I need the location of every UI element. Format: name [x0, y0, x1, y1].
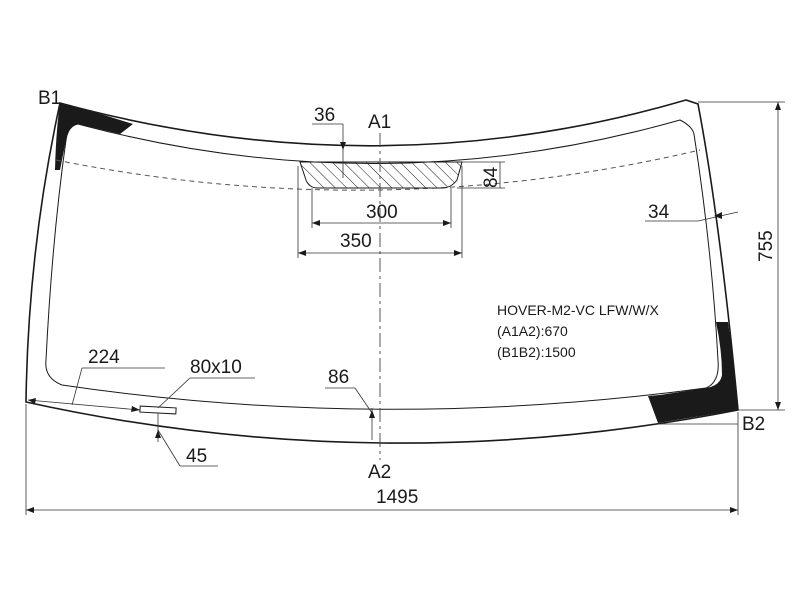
dim-34-arrow [714, 212, 722, 219]
dim-755-arrow-bot [775, 402, 781, 410]
point-label-b1: B1 [38, 88, 61, 109]
mirror-bracket-area [299, 161, 463, 189]
dim-300-arrow-left [312, 220, 320, 226]
glass-outer-outline [25, 99, 739, 444]
point-label-b2: B2 [742, 414, 765, 435]
dim-1495-arrow-right [730, 507, 738, 513]
dim-224-label: 224 [88, 347, 120, 368]
dim-80x10-slant [157, 377, 191, 409]
dim-45-arrow [155, 430, 161, 438]
dim-34-label: 34 [648, 202, 670, 223]
info-a1a2: (A1A2):670 [497, 323, 568, 339]
dim-86-slant [354, 387, 373, 414]
point-label-a1: A1 [368, 112, 391, 133]
dim-84-label: 84 [481, 166, 502, 188]
dim-350-arrow-left [298, 250, 306, 256]
dim-80x10-label: 80x10 [190, 357, 242, 378]
upper-band-dashed-line [55, 149, 701, 191]
dim-755-arrow-top [775, 102, 781, 110]
dim-86-label: 86 [328, 367, 349, 388]
dim-224-arrow-left [28, 398, 36, 404]
sensor-area [139, 405, 177, 415]
dim-300-label: 300 [366, 202, 398, 223]
dim-1495-label: 1495 [376, 487, 418, 508]
info-model: HOVER-M2-VC LFW/W/X [497, 302, 659, 318]
dim-300-arrow-right [443, 220, 451, 226]
black-corner-top-left [55, 103, 133, 170]
dim-45-label: 45 [186, 446, 207, 467]
dim-45-slant [157, 429, 181, 467]
dim-350-arrow-right [454, 250, 462, 256]
dim-36-arrow [340, 142, 346, 150]
black-corner-bottom-right [648, 322, 738, 423]
dim-1495-arrow-left [26, 507, 34, 513]
dim-755-label: 755 [756, 230, 777, 262]
dim-224-line [27, 399, 141, 411]
dim-350-label: 350 [340, 231, 372, 252]
dim-86-arrow [369, 410, 375, 418]
point-label-a2: A2 [368, 462, 391, 483]
dim-224-slant [71, 367, 83, 406]
dim-36-label: 36 [314, 105, 335, 126]
info-b1b2: (B1B2):1500 [497, 344, 576, 360]
dim-224-arrow-right [131, 406, 140, 412]
